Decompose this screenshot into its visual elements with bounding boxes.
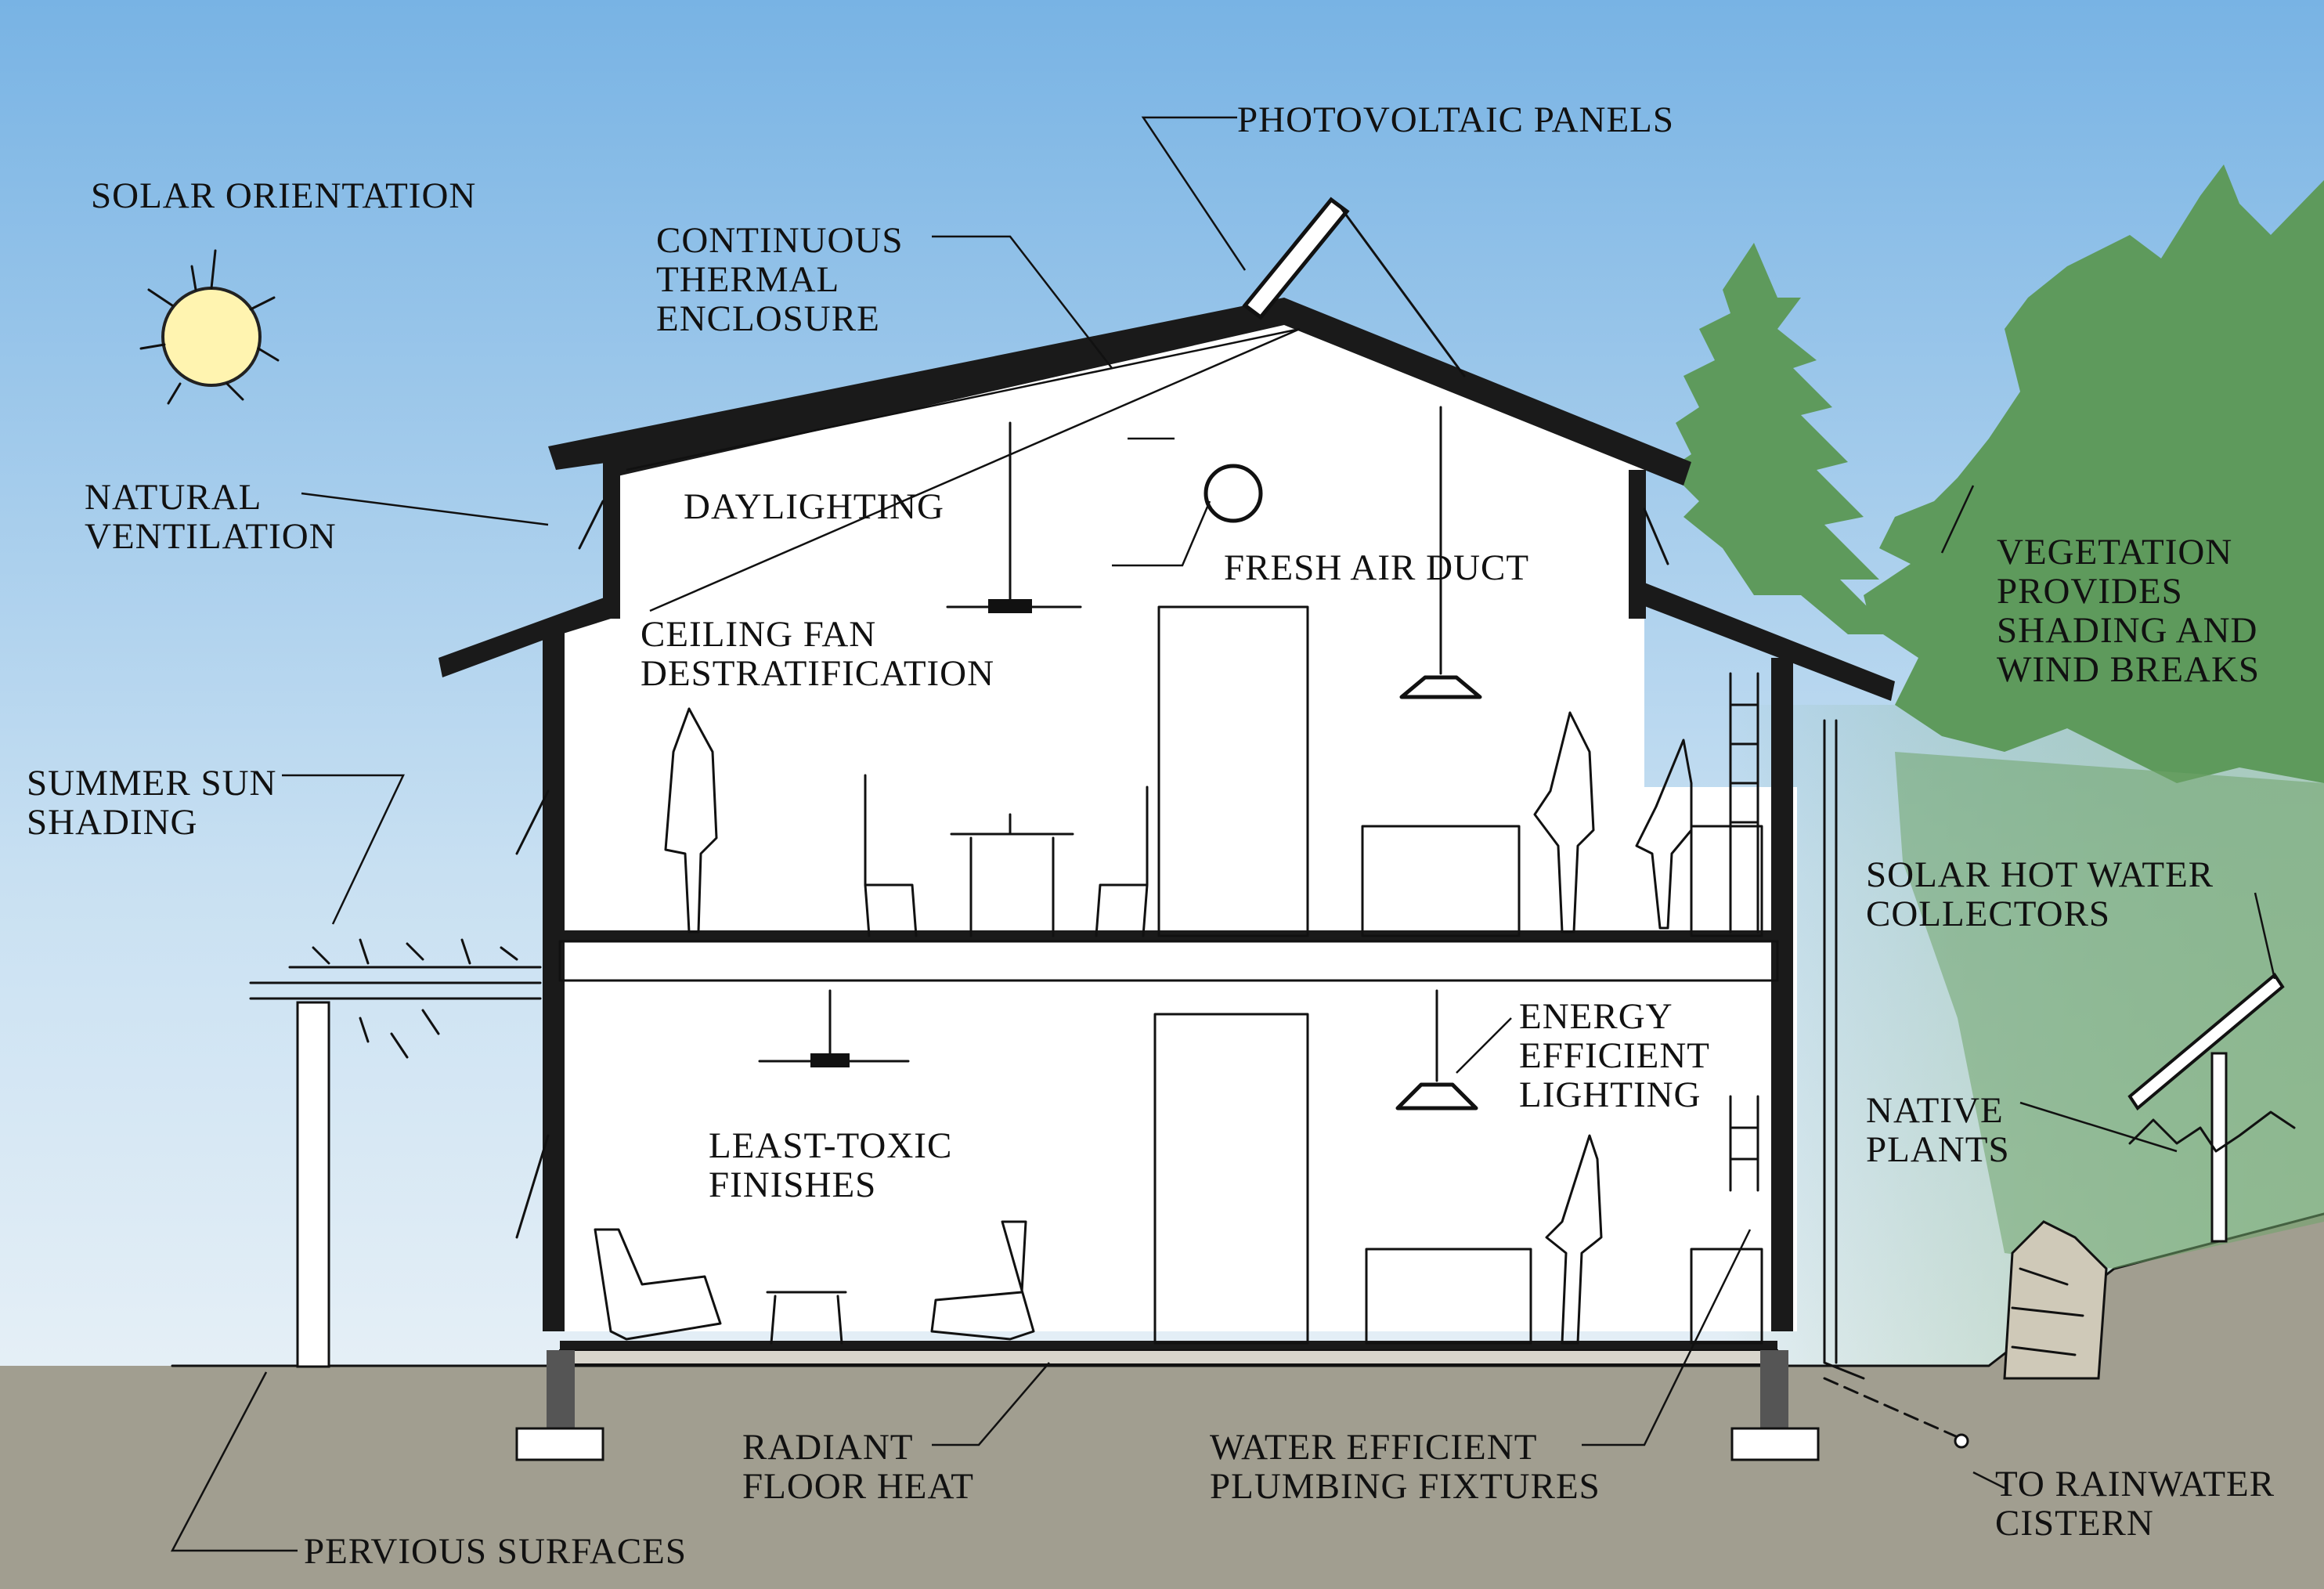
cistern-pipe	[1823, 1377, 1959, 1439]
ceiling-fan-icon	[946, 421, 1082, 613]
label-daylighting: DAYLIGHTING	[684, 486, 945, 527]
upper-roof	[548, 298, 1691, 486]
conifer-tree-icon	[1668, 243, 1895, 634]
lower-left-roof	[438, 595, 611, 677]
footing-right	[1730, 1427, 1820, 1461]
operable-windows	[515, 500, 1669, 1239]
solar-collector-icon	[2127, 973, 2285, 1243]
label-least-toxic-finishes: LEAST-TOXIC FINISHES	[709, 1125, 953, 1205]
footing-wall-right	[1760, 1350, 1788, 1428]
label-to-rainwater-cistern: TO RAINWATER CISTERN	[1995, 1464, 2275, 1544]
ceiling-fan-icon	[758, 989, 910, 1067]
label-fresh-air-duct: FRESH AIR DUCT	[1224, 547, 1530, 588]
kitchen-counter	[1361, 825, 1763, 937]
dining-set	[864, 774, 1149, 937]
pendant-lamp-icon	[1395, 989, 1478, 1110]
native-plants-icon	[2128, 1110, 2296, 1153]
radiant-slab	[559, 1349, 1778, 1365]
living-room-furniture	[594, 1220, 1763, 1345]
label-pervious-surfaces: PERVIOUS SURFACES	[304, 1531, 687, 1572]
footing-wall-left	[547, 1350, 575, 1428]
label-vegetation: VEGETATION PROVIDES SHADING AND WIND BRE…	[1997, 532, 2261, 690]
clerestory-wall-left	[603, 462, 620, 619]
sun-icon	[139, 249, 280, 405]
deciduous-tree-icon	[1864, 164, 2324, 783]
label-solar-hot-water-collectors: SOLAR HOT WATER COLLECTORS	[1866, 854, 2214, 934]
fresh-air-duct-icon	[1204, 464, 1263, 523]
leader-lines	[170, 116, 2276, 1552]
downspout	[1823, 719, 1865, 1380]
lower-right-roof	[1637, 580, 1895, 701]
photovoltaic-panel-icon	[1242, 197, 1466, 377]
label-summer-sun-shading: SUMMER SUN SHADING	[27, 763, 277, 843]
label-energy-efficient-lighting: ENERGY EFFICIENT LIGHTING	[1519, 996, 1710, 1115]
lower-door	[1153, 1013, 1309, 1345]
exterior-wall-right	[1771, 658, 1793, 1331]
label-continuous-thermal-enclosure: CONTINUOUS THERMAL ENCLOSURE	[656, 220, 904, 339]
label-ceiling-fan-destratification: CEILING FAN DESTRATIFICATION	[641, 614, 995, 694]
floor-structure	[558, 940, 1779, 982]
clerestory-wall-right	[1629, 470, 1646, 619]
trellis-icon	[249, 938, 542, 1368]
upper-door	[1157, 605, 1309, 937]
pendant-lamp-icon	[1399, 406, 1482, 699]
stair-ladders	[1729, 672, 1759, 1192]
label-solar-orientation: SOLAR ORIENTATION	[91, 175, 477, 216]
house-interior	[548, 309, 1797, 1331]
ground	[0, 1214, 2324, 1589]
rock-wall-icon	[2003, 1220, 2108, 1380]
person-figures	[664, 707, 1693, 1345]
cistern-pipe-end	[1954, 1433, 1969, 1449]
label-water-efficient-plumbing: WATER EFFICIENT PLUMBING FIXTURES	[1210, 1427, 1600, 1507]
label-native-plants: NATIVE PLANTS	[1866, 1090, 2010, 1170]
label-photovoltaic-panels: PHOTOVOLTAIC PANELS	[1237, 99, 1675, 140]
exterior-wall-left	[543, 627, 565, 1331]
footing-left	[515, 1427, 604, 1461]
label-radiant-floor-heat: RADIANT FLOOR HEAT	[742, 1427, 974, 1507]
label-natural-ventilation: NATURAL VENTILATION	[85, 477, 337, 557]
